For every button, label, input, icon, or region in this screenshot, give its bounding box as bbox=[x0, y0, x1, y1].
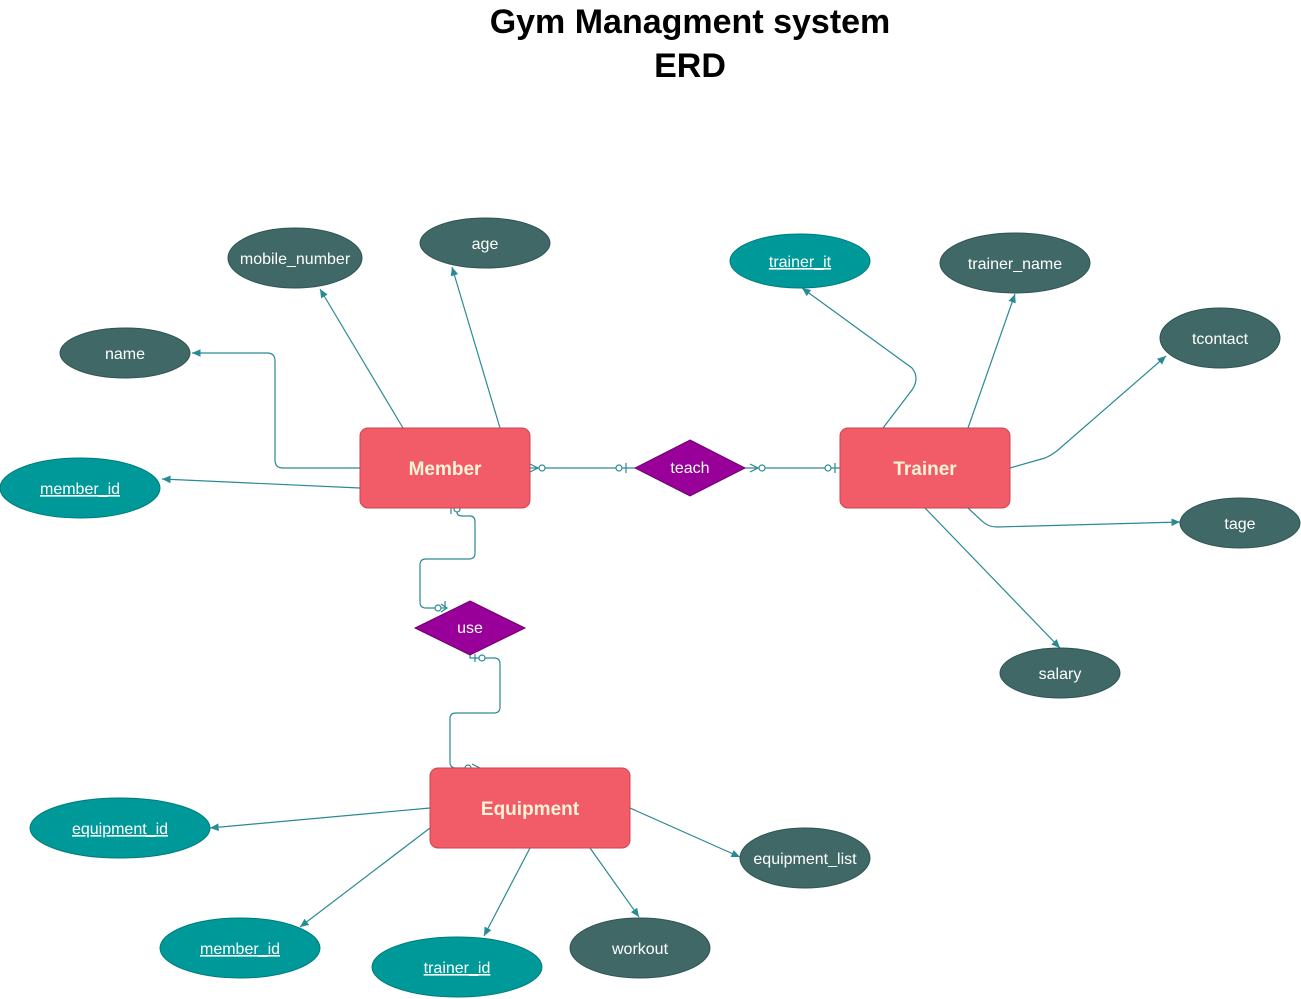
attribute-equipment-list-label: equipment_list bbox=[753, 851, 857, 868]
entity-member: Member bbox=[359, 427, 531, 509]
attribute-tage: tage bbox=[1179, 497, 1301, 549]
relationship-use-label: use bbox=[457, 620, 483, 637]
attribute-equipment-member-id-shape bbox=[159, 917, 321, 979]
relationship-use-shape bbox=[413, 600, 527, 656]
attribute-member-id-label: member_id bbox=[40, 481, 120, 498]
edge-member-member-id bbox=[161, 475, 361, 489]
attribute-equipment-list-shape bbox=[739, 827, 871, 889]
entity-equipment: Equipment bbox=[429, 767, 631, 849]
attribute-salary-shape bbox=[999, 647, 1121, 699]
entity-trainer: Trainer bbox=[839, 427, 1011, 509]
cardinality-use-equipment-zero bbox=[478, 654, 486, 662]
edge-member-age bbox=[450, 266, 501, 429]
entity-member-box bbox=[359, 427, 531, 509]
attribute-equipment-id-shape bbox=[29, 797, 211, 859]
attribute-mobile-number: mobile_number bbox=[227, 227, 363, 289]
entity-trainer-label: Trainer bbox=[893, 459, 957, 480]
attribute-mobile-number-label: mobile_number bbox=[240, 251, 351, 268]
cardinality-member-teach-many bbox=[529, 463, 540, 473]
attribute-age: age bbox=[419, 217, 551, 269]
edge-trainer-trainer-name bbox=[967, 293, 1016, 429]
attribute-equipment-member-id-label: member_id bbox=[200, 941, 280, 958]
attribute-member-id-shape bbox=[0, 457, 161, 519]
cardinality-use-member-zero bbox=[434, 604, 442, 612]
attribute-age-label: age bbox=[472, 236, 499, 253]
edge-equipment-member-id bbox=[299, 827, 431, 928]
edge-equipment-equipment-id bbox=[209, 807, 431, 832]
attribute-equipment-list: equipment_list bbox=[739, 827, 871, 889]
cardinality-teach-trainer-many bbox=[749, 463, 760, 473]
entity-trainer-box bbox=[839, 427, 1011, 509]
attribute-salary: salary bbox=[999, 647, 1121, 699]
attribute-trainer-it-label: trainer_it bbox=[769, 254, 832, 271]
relationship-teach-shape bbox=[633, 439, 747, 497]
relationship-teach-label: teach bbox=[670, 460, 709, 477]
attribute-workout-label: workout bbox=[611, 941, 669, 958]
edge-equipment-trainer-id bbox=[483, 847, 531, 937]
relationship-use: use bbox=[413, 600, 527, 656]
edge-equipment-workout bbox=[589, 847, 640, 918]
entity-equipment-box bbox=[429, 767, 631, 849]
attribute-trainer-name-label: trainer_name bbox=[968, 256, 1062, 273]
attribute-name-label: name bbox=[105, 346, 145, 363]
attribute-trainer-it-shape bbox=[729, 233, 871, 289]
attribute-mobile-number-shape bbox=[227, 227, 363, 289]
cardinality-member-teach-zero bbox=[538, 464, 546, 472]
attribute-tage-shape bbox=[1179, 497, 1301, 549]
attribute-tcontact: tcontact bbox=[1159, 307, 1281, 369]
attribute-trainer-id-shape bbox=[371, 936, 543, 998]
attribute-equipment-member-id: member_id bbox=[159, 917, 321, 979]
attribute-tcontact-shape bbox=[1159, 307, 1281, 369]
diagram-title-line-2: ERD bbox=[654, 47, 726, 85]
edge-trainer-tcontact bbox=[1009, 355, 1167, 469]
entity-equipment-label: Equipment bbox=[481, 799, 580, 820]
edge-member-name bbox=[192, 349, 360, 469]
attribute-tage-label: tage bbox=[1224, 516, 1255, 533]
relationship-teach: teach bbox=[633, 439, 747, 497]
edge-trainer-tage bbox=[967, 507, 1181, 528]
attribute-salary-label: salary bbox=[1039, 666, 1082, 683]
edge-trainer-salary bbox=[924, 507, 1061, 649]
cardinality-use-member-many bbox=[440, 603, 449, 613]
attribute-equipment-id: equipment_id bbox=[29, 797, 211, 859]
attribute-age-shape bbox=[419, 217, 551, 269]
attribute-tcontact-label: tcontact bbox=[1192, 331, 1249, 348]
edge-trainer-trainer-it bbox=[801, 287, 917, 429]
attribute-name: name bbox=[59, 327, 191, 379]
attribute-name-shape bbox=[59, 327, 191, 379]
edge-member-use bbox=[419, 508, 476, 609]
attribute-workout: workout bbox=[569, 917, 711, 979]
attribute-trainer-name: trainer_name bbox=[939, 232, 1091, 294]
edge-member-mobile-number bbox=[319, 288, 404, 429]
attribute-workout-shape bbox=[569, 917, 711, 979]
cardinality-trainer-teach-zero bbox=[824, 464, 832, 472]
attribute-trainer-name-shape bbox=[939, 232, 1091, 294]
attribute-trainer-id: trainer_id bbox=[371, 936, 543, 998]
attribute-member-id: member_id bbox=[0, 457, 161, 519]
edge-equipment-equipment-list bbox=[629, 807, 741, 858]
edge-use-equipment bbox=[449, 655, 501, 769]
cardinality-teach-member-zero bbox=[615, 464, 623, 472]
entity-member-label: Member bbox=[409, 459, 482, 480]
cardinality-teach-trainer-zero bbox=[758, 464, 766, 472]
attribute-equipment-id-label: equipment_id bbox=[72, 821, 168, 838]
diagram-title-line-1: Gym Managment system bbox=[490, 3, 891, 41]
attribute-trainer-id-label: trainer_id bbox=[424, 960, 491, 977]
attribute-trainer-it: trainer_it bbox=[729, 233, 871, 289]
